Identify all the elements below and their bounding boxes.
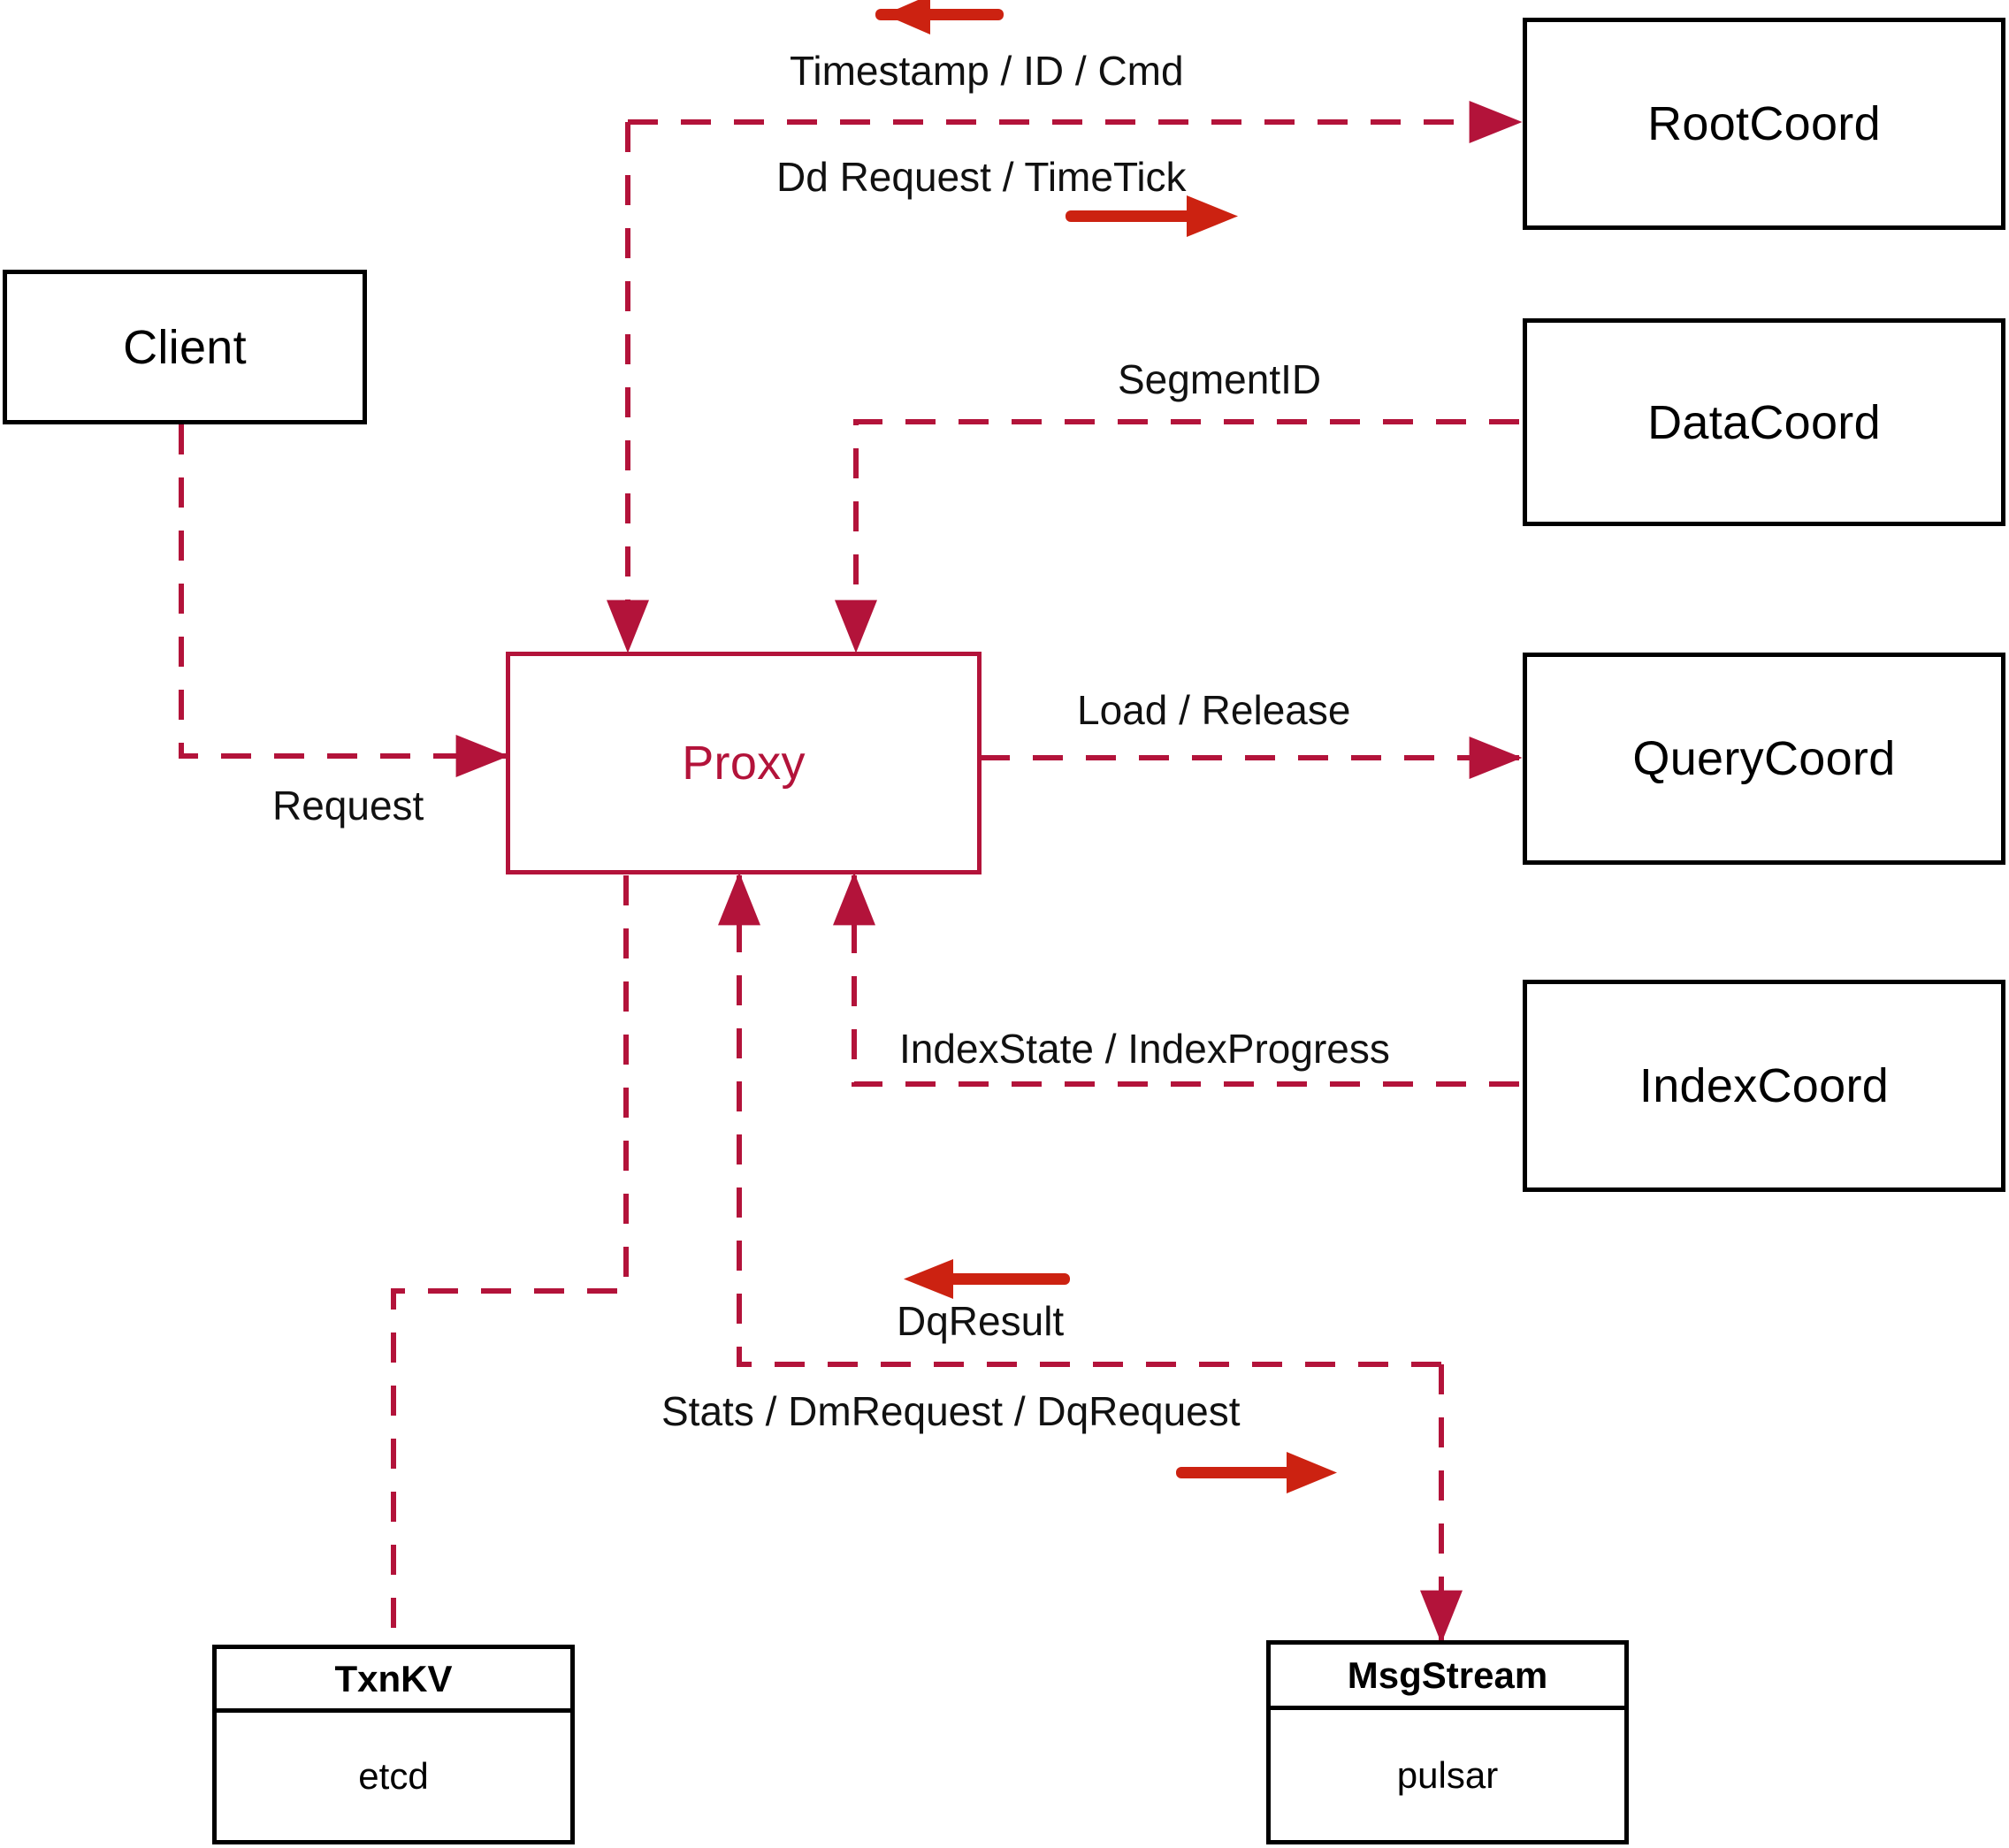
node-msgstream[interactable]: MsgStream pulsar bbox=[1266, 1640, 1629, 1844]
node-client-label: Client bbox=[123, 320, 247, 374]
edge-label-stats-dmrequest-dqrequest: Stats / DmRequest / DqRequest bbox=[661, 1388, 1241, 1434]
edge-proxy-to-txnkv bbox=[391, 875, 629, 1645]
node-querycoord[interactable]: QueryCoord bbox=[1523, 653, 2005, 865]
node-msgstream-head: MsgStream bbox=[1271, 1645, 1624, 1710]
node-txnkv[interactable]: TxnKV etcd bbox=[212, 1645, 575, 1844]
node-indexcoord-label: IndexCoord bbox=[1639, 1059, 1890, 1112]
node-proxy-label: Proxy bbox=[682, 737, 806, 790]
edge-msgstream-to-proxy bbox=[718, 872, 1441, 1367]
edge-label-indexstate-indexprogress: IndexState / IndexProgress bbox=[899, 1026, 1390, 1072]
arrow-timestamp-id-cmd-icon bbox=[875, 0, 1004, 34]
node-proxy[interactable]: Proxy bbox=[506, 652, 982, 874]
edge-label-dqresult: DqResult bbox=[897, 1298, 1065, 1344]
node-rootcoord[interactable]: RootCoord bbox=[1523, 18, 2005, 230]
edge-label-segmentid: SegmentID bbox=[1118, 356, 1322, 402]
edge-datacoord-to-proxy bbox=[835, 419, 1519, 653]
arrow-dd-request-timetick-icon bbox=[1066, 195, 1238, 237]
node-datacoord[interactable]: DataCoord bbox=[1523, 318, 2005, 526]
node-rootcoord-label: RootCoord bbox=[1647, 97, 1881, 150]
edge-label-timestamp-id-cmd: Timestamp / ID / Cmd bbox=[790, 48, 1184, 94]
edge-label-request: Request bbox=[272, 783, 424, 829]
edge-label-dd-request-timetick: Dd Request / TimeTick bbox=[776, 154, 1187, 200]
edge-client-to-proxy bbox=[179, 424, 509, 777]
node-client[interactable]: Client bbox=[3, 270, 367, 424]
arrow-dqresult-icon bbox=[904, 1259, 1070, 1299]
edge-label-load-release: Load / Release bbox=[1077, 687, 1351, 733]
arrow-stats-dmrequest-dqrequest-icon bbox=[1176, 1452, 1337, 1493]
node-msgstream-body: pulsar bbox=[1396, 1753, 1499, 1796]
legend-arrow-group bbox=[875, 0, 1337, 1493]
edge-indexcoord-to-proxy bbox=[833, 872, 1519, 1087]
node-indexcoord[interactable]: IndexCoord bbox=[1523, 980, 2005, 1192]
node-txnkv-head: TxnKV bbox=[217, 1649, 570, 1713]
node-txnkv-body: etcd bbox=[358, 1755, 429, 1797]
node-querycoord-label: QueryCoord bbox=[1632, 732, 1896, 785]
node-datacoord-label: DataCoord bbox=[1647, 395, 1881, 449]
